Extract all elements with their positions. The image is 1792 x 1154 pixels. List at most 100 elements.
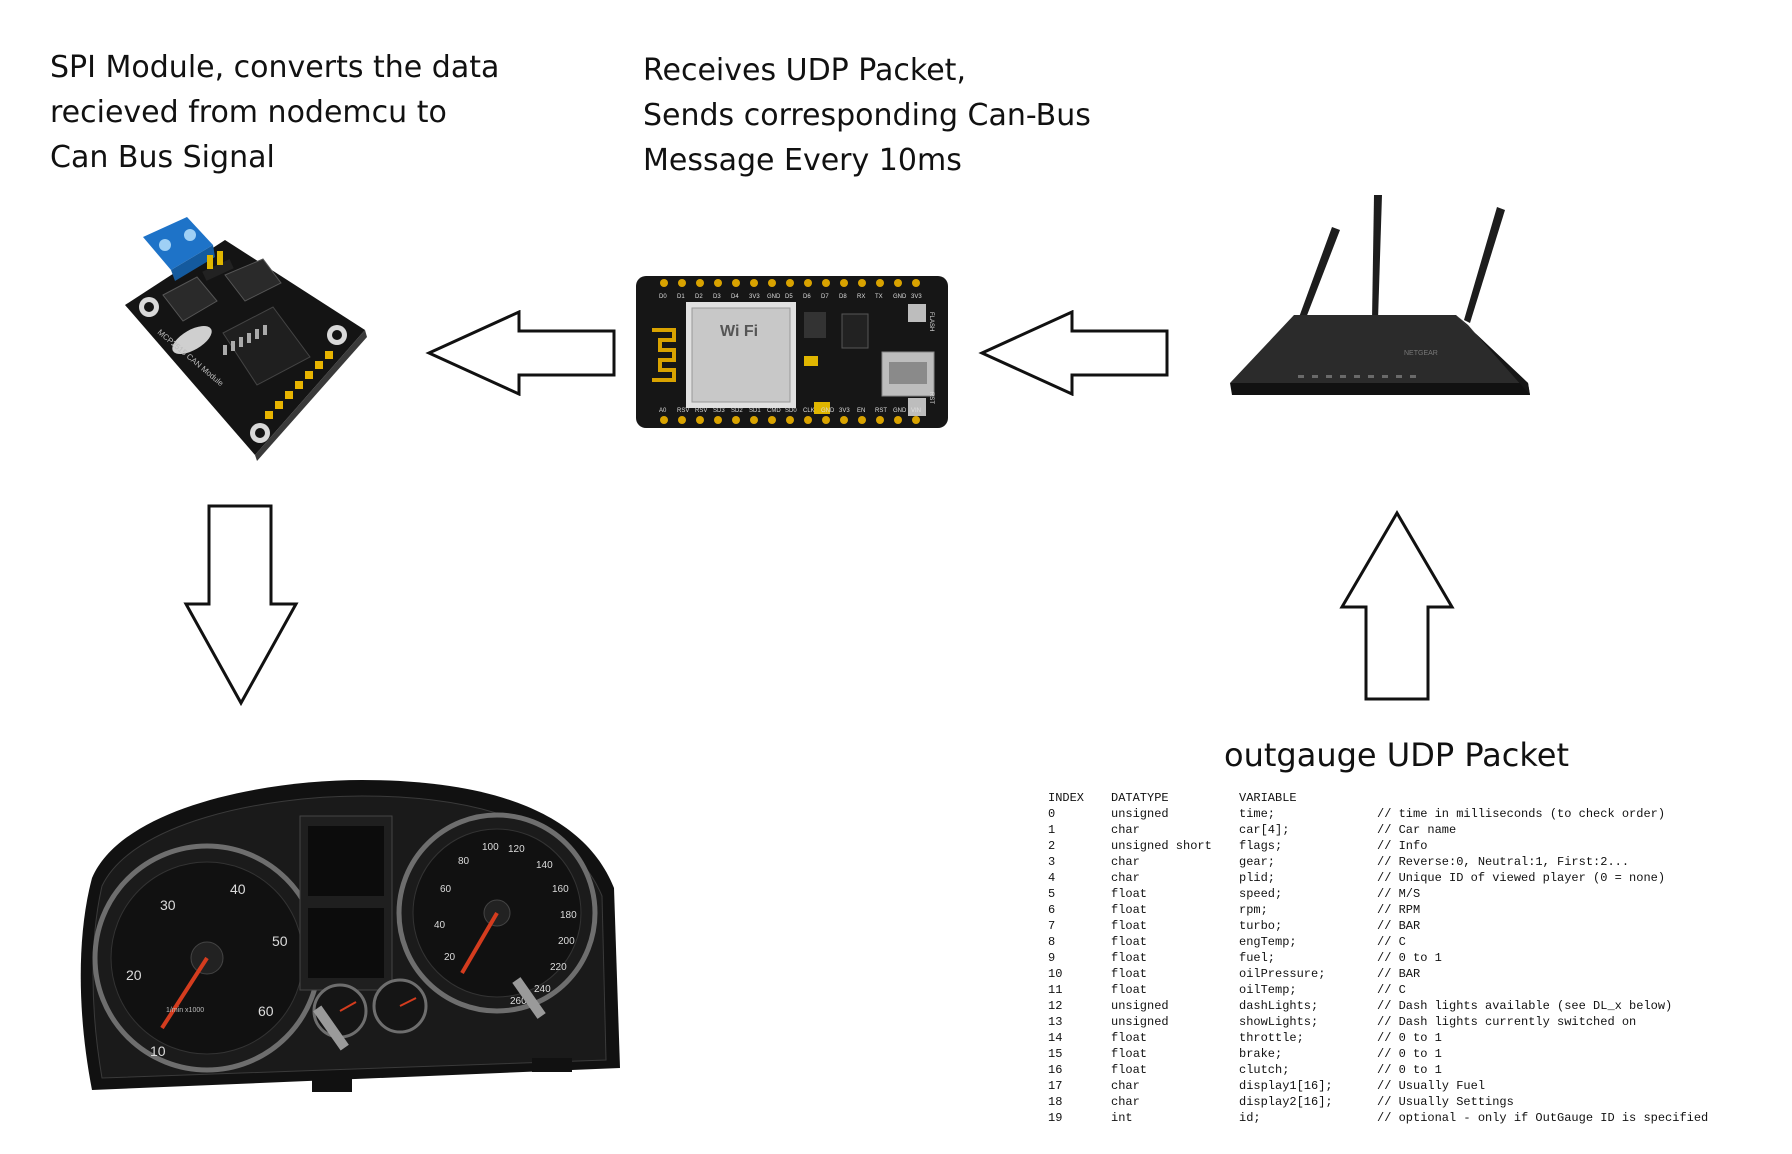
cell-comment: // 0 to 1 (1377, 1047, 1442, 1061)
cell-comment: // Dash lights currently switched on (1377, 1015, 1637, 1029)
cell-index: 7 (1048, 919, 1056, 933)
packet-title: outgauge UDP Packet (1224, 736, 1569, 774)
cell-datatype: float (1111, 935, 1148, 949)
cell-variable: turbo; (1239, 919, 1283, 933)
cell-index: 10 (1048, 967, 1063, 981)
nodemcu-pin-label: GND (767, 294, 781, 300)
gauge-unit-label: 1/min x1000 (166, 1007, 204, 1014)
cell-datatype: char (1111, 1079, 1140, 1093)
cell-index: 14 (1048, 1031, 1063, 1045)
cell-index: 4 (1048, 871, 1056, 885)
gauge-tick-label: 240 (534, 984, 551, 995)
cell-comment: // 0 to 1 (1377, 1063, 1442, 1077)
nodemcu-pin-label: D4 (731, 294, 739, 300)
cell-comment: // Unique ID of viewed player (0 = none) (1377, 871, 1666, 885)
nodemcu-pin-label: D7 (821, 294, 829, 300)
spi-module-label-line: Can Bus Signal (50, 140, 275, 175)
spi-module-label-line: recieved from nodemcu to (50, 95, 447, 130)
gauge-tick-label: 140 (536, 860, 553, 871)
column-header-variable: VARIABLE (1239, 791, 1297, 805)
nodemcu-pin-label: RST (875, 408, 887, 414)
nodemcu-pin-label: D1 (677, 294, 685, 300)
gauge-tick-label: 40 (230, 881, 246, 897)
cell-datatype: unsigned (1111, 807, 1169, 821)
gauge-tick-label: 120 (508, 844, 525, 855)
cell-index: 0 (1048, 807, 1056, 821)
gauge-tick-label: 10 (150, 1043, 166, 1059)
nodemcu-pin-label: RX (857, 294, 865, 300)
cell-datatype: float (1111, 1063, 1148, 1077)
cell-comment: // 0 to 1 (1377, 951, 1442, 965)
nodemcu-pin-label: D5 (785, 294, 793, 300)
cell-variable: time; (1239, 807, 1276, 821)
cell-index: 8 (1048, 935, 1056, 949)
gauge-tick-label: 20 (126, 967, 142, 983)
cell-variable: oilTemp; (1239, 983, 1297, 997)
gauge-tick-label: 180 (560, 910, 577, 921)
gauge-tick-label: 40 (434, 920, 446, 931)
cell-comment: // optional - only if OutGauge ID is spe… (1377, 1111, 1709, 1125)
nodemcu-pin-label: 3V3 (839, 408, 850, 414)
nodemcu-pin-label: SD1 (749, 408, 761, 414)
spi-module-label-line: SPI Module, converts the data (50, 50, 500, 85)
cell-datatype: unsigned (1111, 1015, 1169, 1029)
cell-variable: engTemp; (1239, 935, 1297, 949)
cell-datatype: char (1111, 855, 1140, 869)
table-header-row: INDEX DATATYPE VARIABLE (1048, 790, 1757, 806)
cell-variable: clutch; (1239, 1063, 1290, 1077)
cell-index: 11 (1048, 983, 1063, 997)
cell-comment: // Usually Fuel (1377, 1079, 1486, 1093)
nodemcu-pin-label: VIN (911, 408, 921, 414)
cell-index: 13 (1048, 1015, 1063, 1029)
cell-comment: // M/S (1377, 887, 1421, 901)
nodemcu-pin-label: EN (857, 408, 865, 414)
nodemcu-label-line: Message Every 10ms (643, 143, 962, 178)
router-brand-text: NETGEAR (1404, 350, 1438, 357)
nodemcu-pin-label: SD3 (713, 408, 725, 414)
nodemcu-pin-label: D8 (839, 294, 847, 300)
cell-variable: oilPressure; (1239, 967, 1326, 981)
nodemcu-pin-label: SD2 (731, 408, 743, 414)
cell-comment: // C (1377, 935, 1406, 949)
nodemcu-pin-label: D0 (659, 294, 667, 300)
cell-datatype: float (1111, 919, 1148, 933)
cell-index: 1 (1048, 823, 1056, 837)
cell-comment: // Reverse:0, Neutral:1, First:2... (1377, 855, 1630, 869)
can-module-image: MCP2515 CAN Module (125, 217, 367, 461)
nodemcu-pin-label: GND (893, 408, 907, 414)
cell-variable: showLights; (1239, 1015, 1319, 1029)
gauge-tick-label: 30 (160, 897, 176, 913)
nodemcu-pin-label: A0 (659, 408, 667, 414)
cell-datatype: float (1111, 983, 1148, 997)
gauge-tick-label: 60 (440, 884, 452, 895)
nodemcu-label-line: Sends corresponding Can-Bus (643, 98, 1091, 133)
nodemcu-button-label: FLASH (928, 312, 934, 331)
gauge-tick-label: 60 (258, 1003, 274, 1019)
cell-datatype: char (1111, 1095, 1140, 1109)
cell-variable: rpm; (1239, 903, 1268, 917)
table-row: 7 float turbo; // BAR (1048, 918, 1757, 934)
cell-datatype: float (1111, 967, 1148, 981)
cell-comment: // BAR (1377, 919, 1421, 933)
cell-comment: // Usually Settings (1377, 1095, 1514, 1109)
column-header-datatype: DATATYPE (1111, 791, 1169, 805)
nodemcu-label-line: Receives UDP Packet, (643, 53, 966, 88)
cell-index: 9 (1048, 951, 1056, 965)
arrow-up-icon (1339, 510, 1455, 701)
cell-variable: id; (1239, 1111, 1261, 1125)
cell-datatype: char (1111, 823, 1140, 837)
column-header-index: INDEX (1048, 791, 1085, 805)
nodemcu-pin-label: TX (875, 294, 883, 300)
cell-variable: throttle; (1239, 1031, 1304, 1045)
cell-index: 18 (1048, 1095, 1063, 1109)
nodemcu-pin-label: D6 (803, 294, 811, 300)
nodemcu-pin-label: D3 (713, 294, 721, 300)
